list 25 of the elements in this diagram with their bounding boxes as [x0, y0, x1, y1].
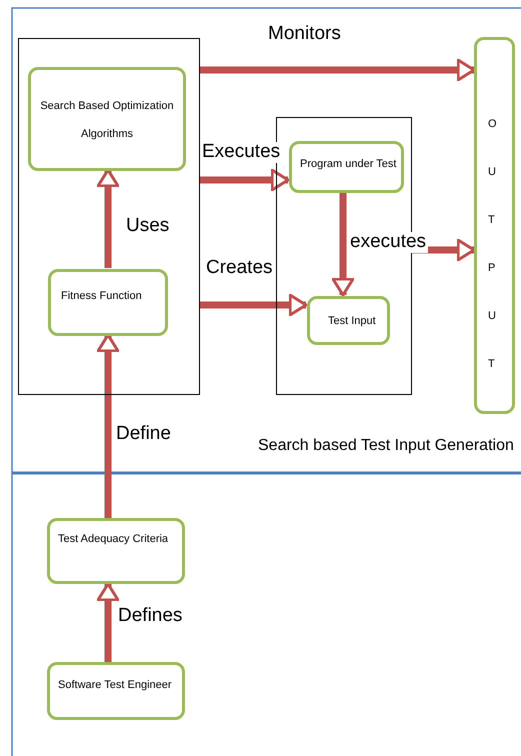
node-label: Test Adequacy Criteria [58, 533, 168, 546]
process-box [307, 296, 390, 345]
process-box [48, 269, 168, 336]
edge-label: executes [348, 232, 428, 253]
process-box [289, 141, 404, 193]
arrow [96, 334, 120, 518]
arrow [200, 168, 290, 192]
arrow [96, 582, 120, 662]
arrow [96, 168, 120, 268]
process-box [47, 662, 185, 720]
process-box [47, 518, 185, 584]
node-label: Search Based Optimization Algorithms [39, 99, 175, 142]
process-box [474, 37, 515, 414]
group-box [18, 38, 200, 395]
node-label: Test Input [328, 315, 376, 328]
arrow [200, 58, 476, 82]
node-label: Program under Test [300, 158, 396, 172]
caption-text: Search based Test Input Generation [258, 437, 514, 455]
arrow [332, 192, 354, 296]
arrow [200, 294, 308, 316]
node-label: OUTPUT [488, 117, 498, 372]
node-label: Software Test Engineer [58, 679, 172, 692]
process-box [28, 67, 186, 171]
node-label: Fitness Function [61, 290, 142, 304]
arrow [412, 238, 476, 262]
